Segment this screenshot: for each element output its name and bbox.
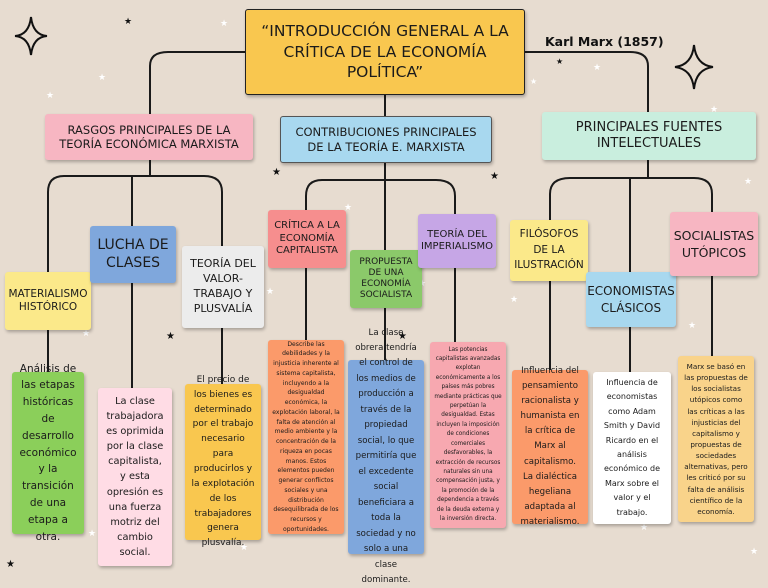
main-title: “INTRODUCCIÓN GENERAL A LA CRÍTICA DE LA… [245, 9, 525, 95]
leaf-imperialismo: Las potencias capitalistas avanzadas exp… [430, 342, 506, 528]
branch-fuentes: PRINCIPALES FUENTES INTELECTUALES [542, 112, 756, 160]
leaf-valor: El precio de los bienes es determinado p… [185, 375, 261, 548]
star-icon: ★ [510, 295, 519, 305]
star-icon: ★ [240, 543, 249, 553]
leaf-materialismo: Análisis de las etapas históricas de des… [12, 363, 84, 543]
star-outline-icon [14, 16, 48, 59]
branch-contribuciones: CONTRIBUCIONES PRINCIPALES DE LA TEORÍA … [280, 116, 492, 163]
star-icon: ★ [344, 203, 353, 213]
subnode-socialistas: SOCIALISTAS UTÓPICOS [670, 212, 758, 276]
star-icon: ★ [266, 287, 275, 297]
star-icon: ★ [398, 331, 407, 342]
branch-rasgos: RASGOS PRINCIPALES DE LA TEORÍA ECONÓMIC… [45, 114, 253, 160]
subnode-imperialismo: TEORÍA DEL IMPERIALISMO [418, 214, 496, 268]
star-icon: ★ [750, 547, 759, 557]
star-icon: ★ [556, 57, 564, 66]
subnode-filosofos: FILÓSOFOS DE LA ILUSTRACIÓN [510, 220, 588, 281]
leaf-propuesta: La clase obrera tendría el control de lo… [348, 328, 424, 585]
subnode-critica: CRÍTICA A LA ECONOMÍA CAPITALISTA [268, 210, 346, 268]
star-icon: ★ [220, 19, 229, 29]
star-icon: ★ [88, 529, 97, 539]
star-icon: ★ [46, 91, 55, 101]
star-outline-icon [674, 44, 714, 93]
star-icon: ★ [744, 177, 753, 187]
star-icon: ★ [98, 73, 107, 83]
star-icon: ★ [688, 321, 697, 331]
leaf-critica: Describe las debilidades y la injusticia… [268, 340, 344, 534]
star-icon: ★ [490, 171, 499, 182]
star-icon: ★ [166, 331, 175, 342]
star-icon: ★ [593, 63, 602, 73]
connector-lines [47, 51, 713, 388]
subnode-valor: TEORÍA DEL VALOR-TRABAJO Y PLUSVALÍA [182, 246, 264, 328]
star-icon: ★ [418, 279, 427, 289]
subnode-materialismo: MATERIALISMO HISTÓRICO [5, 272, 91, 330]
star-icon: ★ [530, 77, 538, 86]
leaf-filosofos: Influencia del pensamiento racionalista … [512, 366, 588, 527]
star-icon: ★ [272, 167, 281, 178]
star-icon: ★ [82, 329, 91, 339]
star-icon: ★ [640, 523, 649, 533]
leaf-economistas: Influencia de economistas como Adam Smit… [593, 372, 671, 524]
subnode-economistas: ECONOMISTAS CLÁSICOS [586, 272, 676, 327]
leaf-socialistas: Marx se basó en las propuestas de los so… [678, 356, 754, 522]
star-icon: ★ [124, 17, 133, 27]
leaf-lucha: La clase trabajadora es oprimida por la … [98, 388, 172, 566]
star-icon: ★ [6, 559, 15, 570]
subnode-lucha: LUCHA DE CLASES [90, 226, 176, 283]
subnode-propuesta: PROPUESTA DE UNA ECONOMÍA SOCIALISTA [350, 250, 422, 308]
star-icon: ★ [710, 105, 719, 115]
author-label: Karl Marx (1857) [545, 34, 664, 49]
